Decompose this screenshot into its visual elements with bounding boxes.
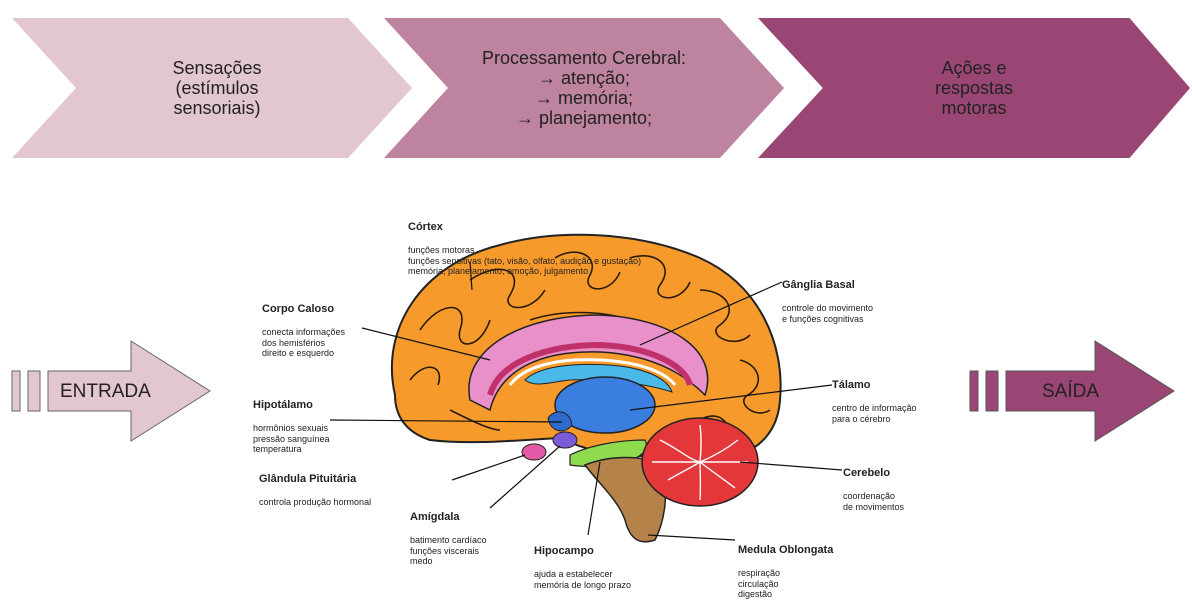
label-amigdala-desc: batimento cardíaco funções viscerais med…: [410, 535, 487, 566]
label-hipocampo-title: Hipocampo: [534, 545, 631, 559]
label-ganglia-basal-title: Gânglia Basal: [782, 279, 873, 293]
label-hipotalamo-title: Hipotálamo: [253, 399, 330, 413]
label-cortex: Córtex funções motoras funções sensitiva…: [408, 210, 641, 277]
label-hipocampo-desc: ajuda a estabelecer memória de longo pra…: [534, 569, 631, 590]
label-corpo-caloso-title: Corpo Caloso: [262, 303, 345, 317]
label-hipotalamo-desc: hormônios sexuais pressão sanguínea temp…: [253, 423, 330, 454]
label-cortex-title: Córtex: [408, 221, 641, 235]
label-talamo-title: Tálamo: [832, 379, 917, 393]
label-hipocampo: Hipocampo ajuda a estabelecer memória de…: [534, 534, 631, 590]
label-medula-oblongata: Medula Oblongata respiração circulação d…: [738, 533, 833, 600]
label-talamo: Tálamo centro de informação para o céreb…: [832, 368, 917, 424]
label-pituitaria-title: Glândula Pituitária: [259, 473, 371, 487]
label-ganglia-basal: Gânglia Basal controle do movimento e fu…: [782, 268, 873, 324]
label-talamo-desc: centro de informação para o cérebro: [832, 403, 917, 424]
pituitary-shape: [522, 444, 546, 460]
brain-illustration: [0, 0, 1192, 575]
label-pituitaria-desc: controla produção hormonal: [259, 497, 371, 507]
label-cerebelo: Cerebelo coordenação de movimentos: [843, 456, 904, 512]
label-medula-oblongata-title: Medula Oblongata: [738, 544, 833, 558]
label-medula-oblongata-desc: respiração circulação digestão: [738, 568, 780, 599]
label-corpo-caloso: Corpo Caloso conecta informações dos hem…: [262, 292, 345, 359]
label-amigdala-title: Amígdala: [410, 511, 487, 525]
label-ganglia-basal-desc: controle do movimento e funções cognitiv…: [782, 303, 873, 324]
label-cortex-desc: funções motoras funções sensitivas (tato…: [408, 245, 641, 276]
label-cerebelo-title: Cerebelo: [843, 467, 904, 481]
amygdala-shape: [553, 432, 577, 448]
label-cerebelo-desc: coordenação de movimentos: [843, 491, 904, 512]
label-amigdala: Amígdala batimento cardíaco funções visc…: [410, 500, 487, 567]
label-corpo-caloso-desc: conecta informações dos hemisférios dire…: [262, 327, 345, 358]
label-hipotalamo: Hipotálamo hormônios sexuais pressão san…: [253, 388, 330, 455]
label-pituitaria: Glândula Pituitária controla produção ho…: [259, 462, 371, 508]
